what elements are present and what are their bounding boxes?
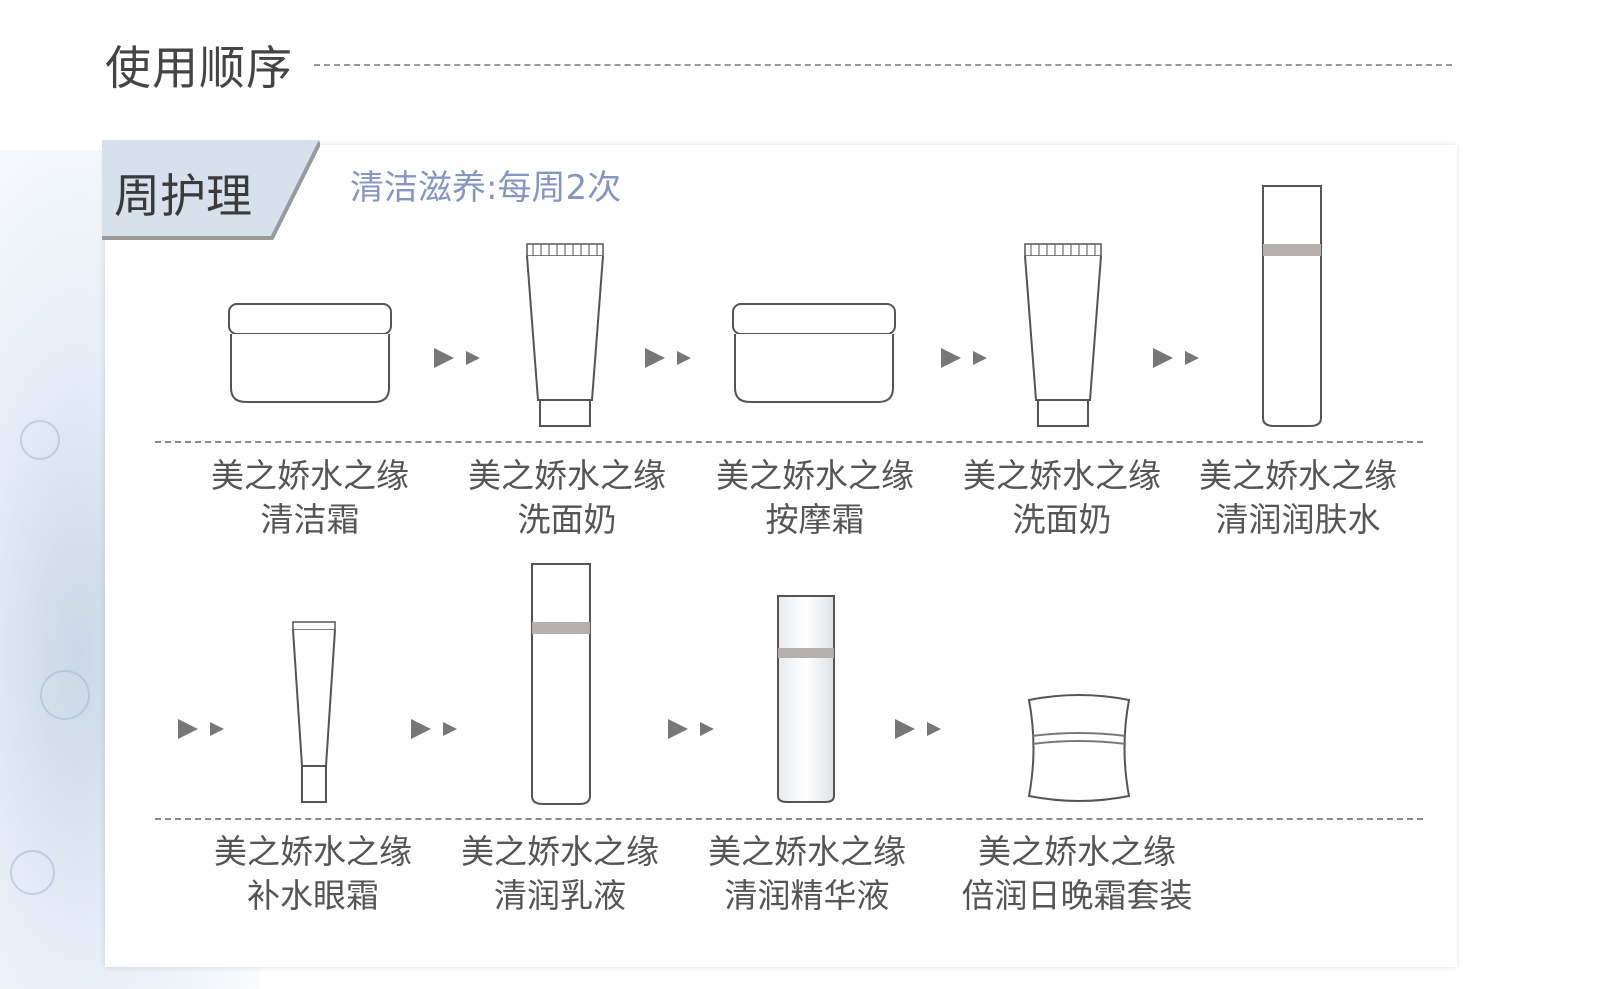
step-label: 美之娇水之缘补水眼霜 xyxy=(193,830,433,918)
step-label: 美之娇水之缘清润乳液 xyxy=(440,830,680,918)
arrow-right-icon xyxy=(411,719,457,739)
product-name: 清润精华液 xyxy=(724,876,890,915)
product-brand: 美之娇水之缘 xyxy=(214,832,412,871)
product-brand: 美之娇水之缘 xyxy=(708,832,906,871)
product-name: 倍润日晚霜套装 xyxy=(961,876,1193,915)
title-divider xyxy=(314,64,1452,66)
product-name: 按摩霜 xyxy=(765,500,865,539)
product-brand: 美之娇水之缘 xyxy=(468,456,666,495)
lotion-bottle-icon xyxy=(531,563,591,805)
product-name: 洗面奶 xyxy=(517,500,617,539)
product-brand: 美之娇水之缘 xyxy=(211,456,409,495)
arrow-right-icon xyxy=(941,348,987,368)
content-panel xyxy=(105,145,1457,967)
arrow-right-icon xyxy=(668,719,714,739)
arrow-right-icon xyxy=(645,348,691,368)
product-brand: 美之娇水之缘 xyxy=(978,832,1176,871)
tube-icon xyxy=(526,243,604,427)
step-label: 美之娇水之缘清洁霜 xyxy=(190,454,430,542)
product-name: 清润乳液 xyxy=(494,876,626,915)
product-brand: 美之娇水之缘 xyxy=(963,456,1161,495)
step-label: 美之娇水之缘洗面奶 xyxy=(942,454,1182,542)
section-subtitle: 清洁滋养:每周2次 xyxy=(350,168,622,208)
step-label: 美之娇水之缘倍润日晚霜套装 xyxy=(937,830,1217,918)
step-label: 美之娇水之缘清润润肤水 xyxy=(1178,454,1418,542)
product-name: 清润润肤水 xyxy=(1215,500,1381,539)
step-label: 美之娇水之缘按摩霜 xyxy=(695,454,935,542)
step-label: 美之娇水之缘洗面奶 xyxy=(447,454,687,542)
section-badge-label: 周护理 xyxy=(114,169,252,223)
product-name: 补水眼霜 xyxy=(247,876,379,915)
serum-bottle-icon xyxy=(777,595,835,803)
arrow-right-icon xyxy=(434,348,480,368)
arrow-right-icon xyxy=(1153,348,1199,368)
cream-jar-icon xyxy=(228,303,392,403)
section-badge xyxy=(102,140,320,240)
cream-jar-icon xyxy=(732,303,896,403)
row-divider xyxy=(155,441,1423,443)
arrow-right-icon xyxy=(895,719,941,739)
product-name: 清洁霜 xyxy=(260,500,360,539)
product-brand: 美之娇水之缘 xyxy=(461,832,659,871)
eye-cream-tube-icon xyxy=(292,621,336,803)
tube-icon xyxy=(1024,243,1102,427)
cream-pot-icon xyxy=(1027,694,1131,802)
product-brand: 美之娇水之缘 xyxy=(716,456,914,495)
arrow-right-icon xyxy=(178,719,224,739)
page-title: 使用顺序 xyxy=(105,41,293,95)
product-brand: 美之娇水之缘 xyxy=(1199,456,1397,495)
product-name: 洗面奶 xyxy=(1012,500,1112,539)
step-label: 美之娇水之缘清润精华液 xyxy=(687,830,927,918)
toner-bottle-icon xyxy=(1262,185,1322,427)
row-divider xyxy=(155,818,1423,820)
